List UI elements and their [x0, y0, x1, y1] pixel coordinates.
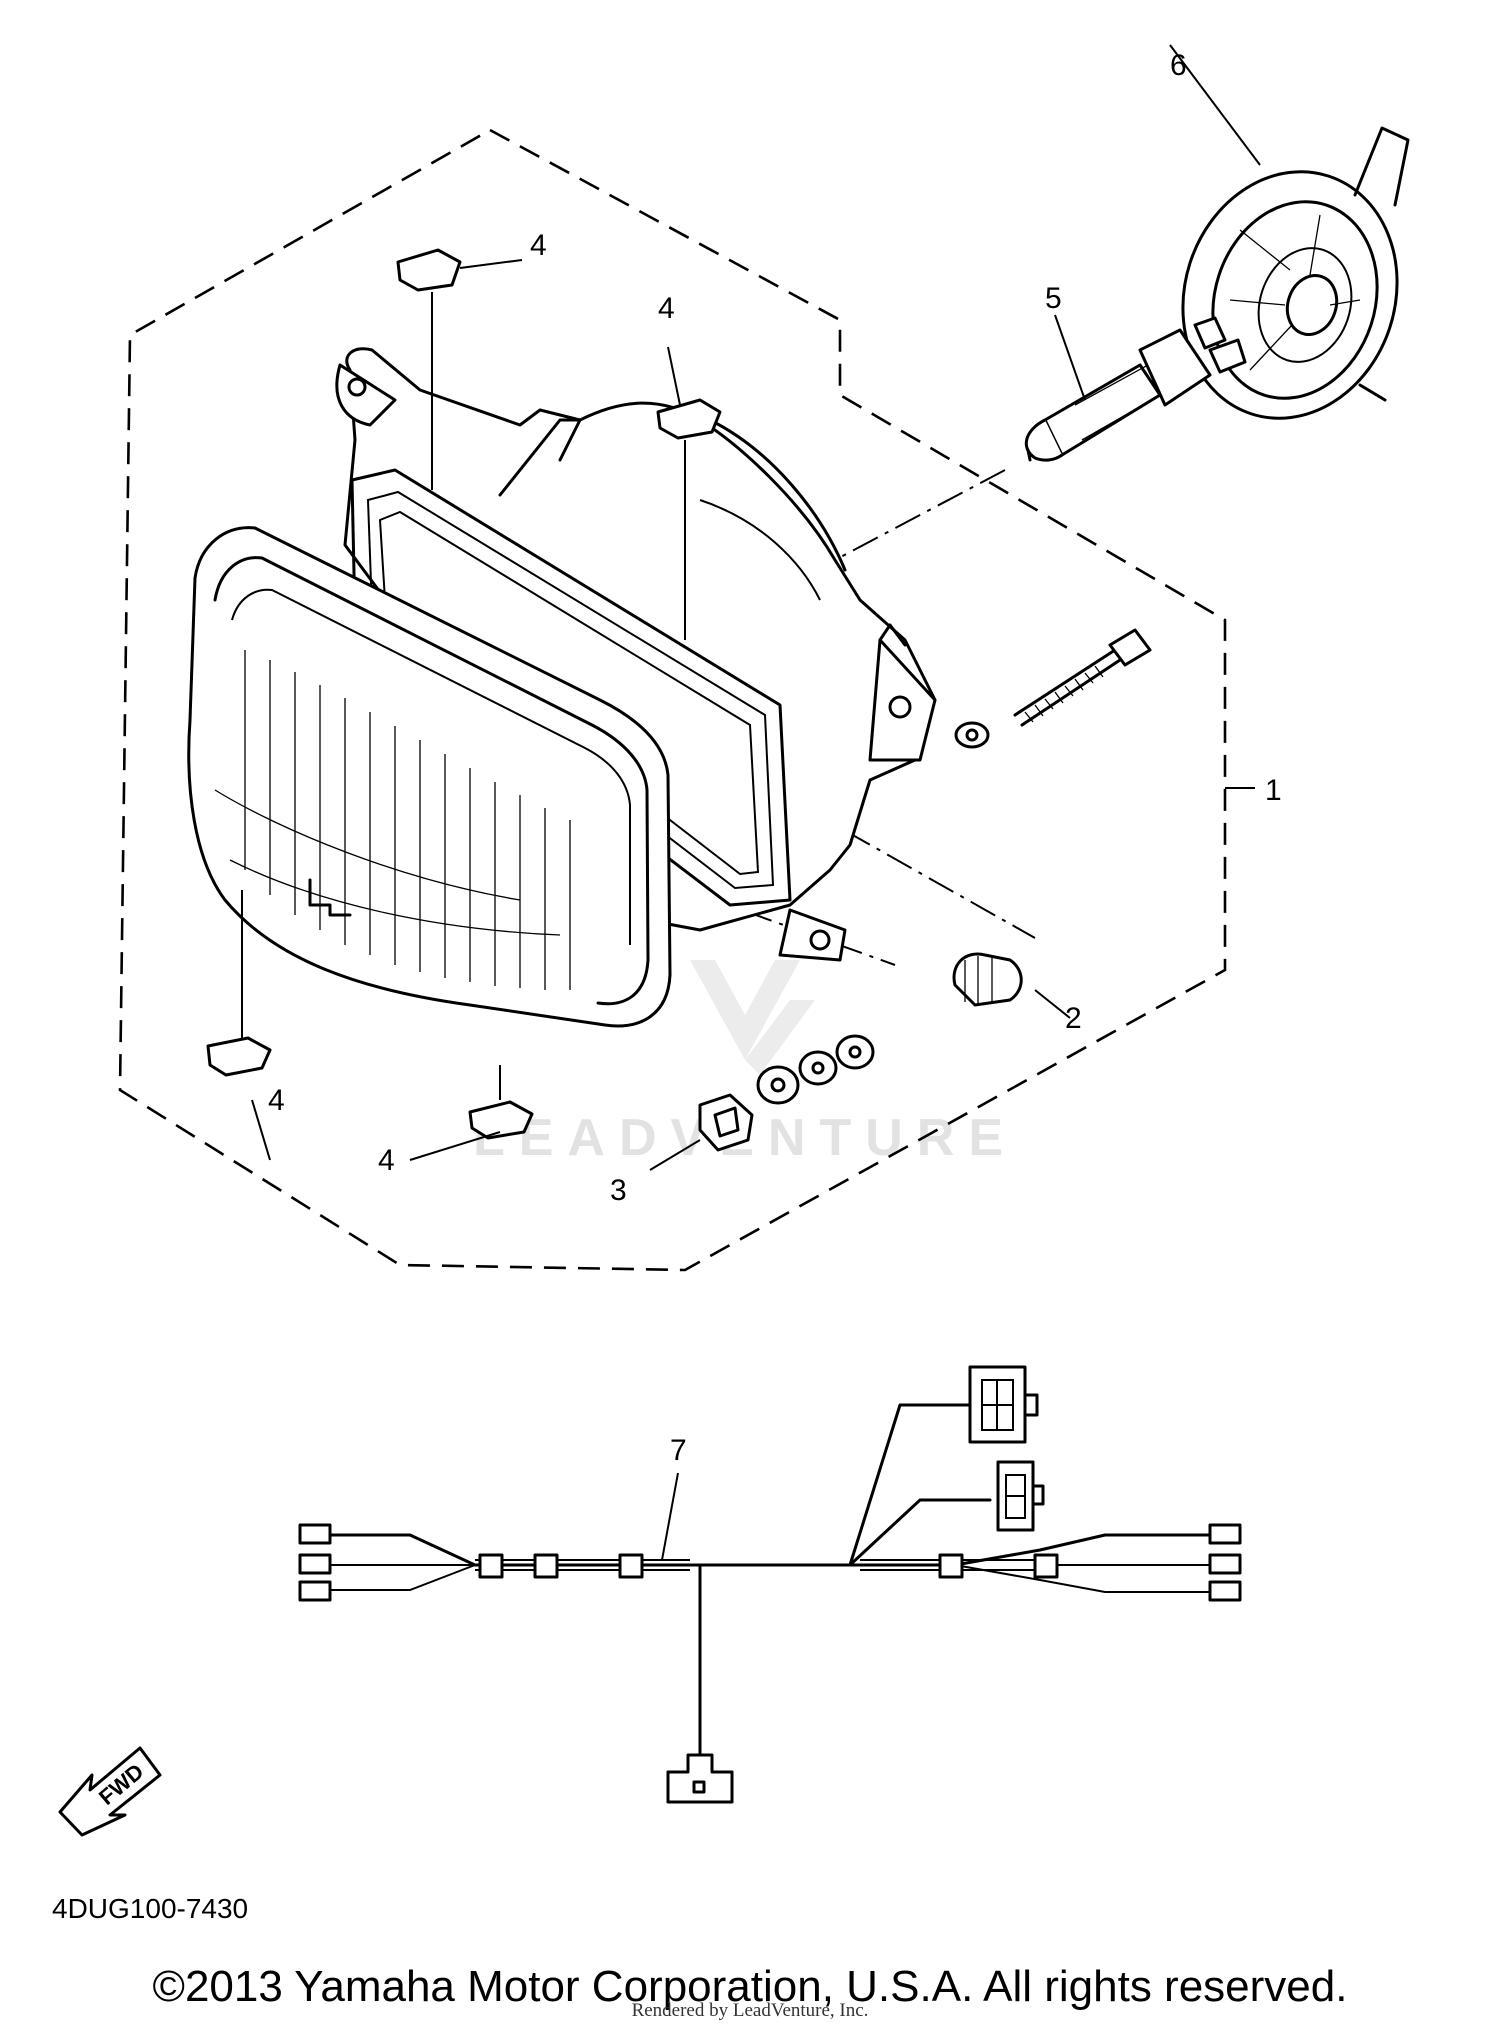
callout-4-top-left: 4 — [530, 229, 547, 262]
washer-2 — [798, 1050, 838, 1086]
washer-3 — [835, 1034, 875, 1070]
leader-lines — [251, 44, 1261, 1171]
headlight-bulb-part — [1024, 316, 1247, 462]
clip-bottom-center — [468, 1100, 534, 1140]
callout-4-bottom-left: 4 — [268, 1084, 285, 1117]
rendered-by-notice: Rendered by LeadVenture, Inc. — [631, 2000, 869, 2021]
callout-6: 6 — [1170, 49, 1187, 82]
callout-4-top-center: 4 — [658, 292, 675, 325]
clip-bottom-left — [206, 1036, 272, 1077]
wiring-harness-part — [298, 1365, 1242, 1804]
washer-1 — [756, 1065, 800, 1105]
clip-guide-lines — [241, 292, 686, 1100]
nut-part — [698, 1093, 754, 1152]
callout-5: 5 — [1045, 282, 1062, 315]
clip-top-left — [396, 248, 462, 292]
diagram-code: 4DUG100-7430 — [52, 1893, 249, 1924]
headlight-lens-part — [187, 526, 672, 1028]
bulb-alignment-line — [834, 469, 1006, 561]
adjuster-nut-part — [952, 952, 1023, 1007]
callout-2: 2 — [1065, 1002, 1082, 1035]
callout-3: 3 — [610, 1174, 627, 1207]
adjusting-screw-part — [954, 628, 1152, 749]
forward-arrow-icon: FWD — [58, 1746, 162, 1837]
assembly-boundary — [118, 128, 1227, 1272]
clip-top-center — [656, 398, 722, 440]
callout-4-bottom-center: 4 — [378, 1144, 395, 1177]
harness-leader-line — [661, 1472, 679, 1561]
socket-cover-part — [1181, 126, 1410, 420]
callout-1: 1 — [1265, 774, 1282, 807]
callout-7: 7 — [670, 1434, 687, 1467]
copyright-notice: ©2013 Yamaha Motor Corporation, U.S.A. A… — [152, 1962, 1348, 2011]
